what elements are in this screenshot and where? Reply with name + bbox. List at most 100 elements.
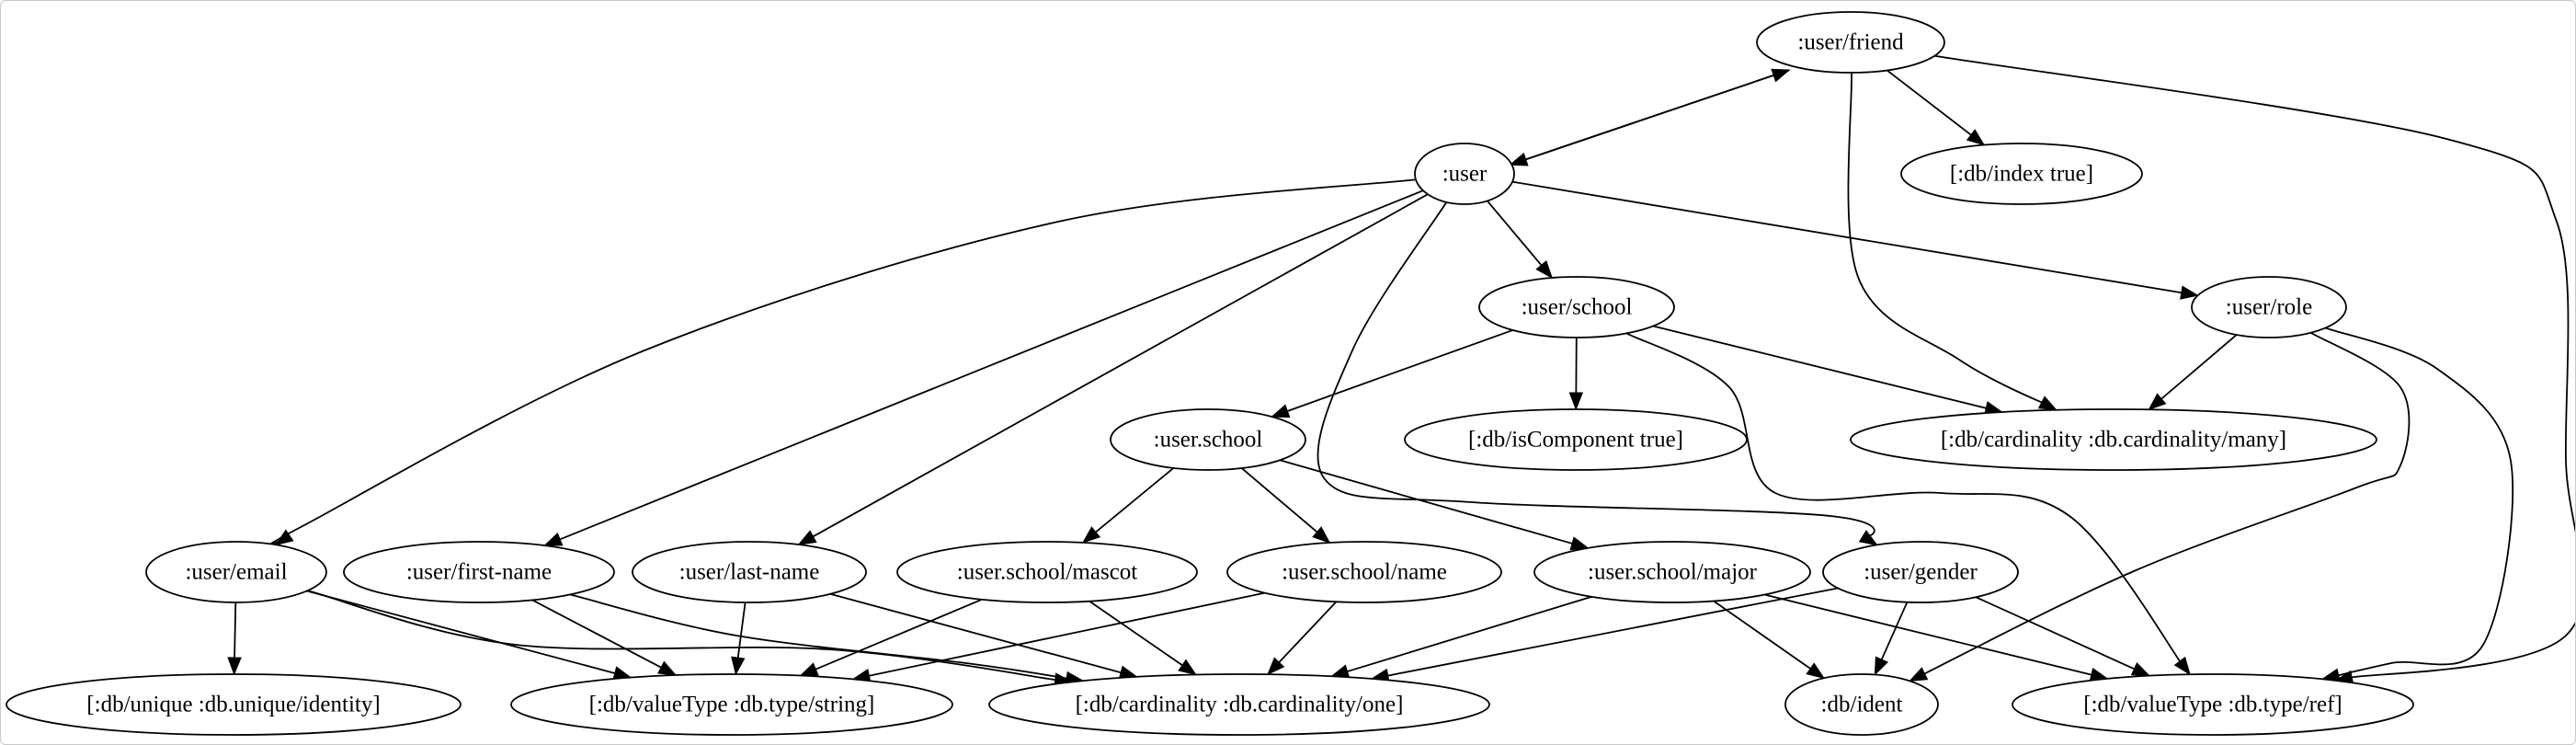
edge-school_ns-to-sname (1240, 467, 1331, 544)
arrowhead-ident (1806, 662, 1826, 680)
node-ellipse (1478, 276, 1675, 338)
edge-mascot-to-card_one (1089, 600, 1197, 676)
node-ellipse (1756, 11, 1945, 74)
arrowhead-iscomp (1568, 392, 1584, 411)
node-label: :user/email (185, 560, 287, 585)
node-label: [:db/valueType :db.type/ref] (2083, 693, 2342, 717)
arrowhead-unique (227, 657, 242, 676)
node-label: :user/friend (1797, 30, 1904, 55)
node-ellipse (1784, 673, 1939, 736)
node-label: :user/last-name (679, 560, 820, 585)
edge-line (2160, 334, 2238, 400)
edge-line (1934, 54, 2575, 679)
node-label: :user/school (1522, 295, 1633, 320)
node-index: [:db/index true] (1900, 143, 2143, 205)
edge-school-to-school_ns (1271, 329, 1513, 418)
edge-line (1487, 200, 1543, 266)
arrowhead-mascot (1081, 526, 1101, 544)
edge-line (1279, 459, 1573, 544)
node-ellipse (632, 541, 867, 603)
node-ellipse (2012, 673, 2414, 736)
node-ellipse (896, 541, 1198, 603)
node-ellipse (1822, 541, 2019, 603)
edge-line (1886, 69, 1972, 136)
node-label: :user.school/major (1588, 560, 1758, 585)
edge-line (234, 602, 237, 659)
node-major: :user.school/major (1533, 541, 1811, 603)
node-ellipse (510, 673, 953, 736)
edge-major-to-card_one (1330, 595, 1592, 679)
edge-line (569, 593, 1067, 680)
node-card-many: [:db/cardinality :db.cardinality/many] (1850, 408, 2377, 471)
edge-line (1847, 72, 2043, 404)
edge-friend-to-index (1886, 69, 1986, 146)
edge-first-to-vt_string (531, 599, 678, 676)
node-ellipse (343, 541, 615, 603)
edges-layer (227, 54, 2575, 687)
edge-gender-to-card_one (1370, 587, 1839, 683)
node-ellipse (6, 673, 462, 736)
node-label: :user.school/mascot (957, 560, 1138, 585)
node-vt-string: [:db/valueType :db.type/string] (510, 673, 953, 736)
edge-email-to-card_one (307, 590, 1073, 687)
edge-line (531, 599, 662, 669)
edge-sname-to-card_one (1267, 601, 1338, 676)
node-last: :user/last-name (632, 541, 867, 603)
edge-line (1387, 587, 1839, 677)
node-gender: :user/gender (1822, 541, 2019, 603)
edge-line (307, 590, 1055, 682)
node-label: :user.school/name (1282, 560, 1447, 585)
node-vt-ref: [:db/valueType :db.type/ref] (2012, 673, 2414, 736)
arrowhead-vt_ref (2173, 656, 2191, 676)
edge-role-to-vt_ref (2320, 327, 2514, 682)
edge-line (559, 189, 1424, 541)
edge-line (268, 178, 1417, 546)
node-ellipse (988, 673, 1490, 736)
arrowhead-school_ns (1271, 404, 1291, 418)
node-label: :db/ident (1821, 693, 1903, 717)
node-label: :user.school (1154, 428, 1263, 453)
arrowhead-gender (1858, 530, 1878, 546)
node-unique: [:db/unique :db.unique/identity] (6, 673, 462, 736)
node-iscomp: [:db/isComponent true] (1404, 408, 1748, 471)
edge-major-to-ident (1713, 600, 1826, 680)
arrowhead-school (1535, 259, 1554, 280)
node-ellipse (2191, 276, 2347, 338)
node-first: :user/first-name (343, 541, 615, 603)
nodes-layer: :user/friend[:db/index true]:user:user/s… (6, 11, 2414, 736)
node-ellipse (1110, 408, 1306, 471)
node-label: [:db/index true] (1950, 162, 2093, 187)
arrowhead-vt_ref (2130, 662, 2151, 677)
edge-sname-to-vt_string (851, 591, 1265, 683)
arrowhead-sname (1312, 526, 1331, 544)
node-ellipse (1533, 541, 1811, 603)
edge-friend-to-user (1509, 69, 1790, 166)
node-role: :user/role (2191, 276, 2347, 338)
node-label: [:db/cardinality :db.cardinality/many] (1941, 428, 2286, 453)
arrowhead-last (797, 530, 817, 545)
edge-user-to-first (543, 189, 1424, 546)
edge-school-to-card_many (1652, 325, 2004, 416)
arrowhead-index (1966, 129, 1986, 146)
edge-school-to-iscomp (1568, 337, 1584, 411)
arrowhead-card_many (2037, 395, 2058, 411)
node-card-one: [:db/cardinality :db.cardinality/one] (988, 673, 1490, 736)
edge-line (815, 598, 983, 670)
arrowhead-card_many (2148, 393, 2167, 411)
edge-line (2325, 327, 2514, 677)
edge-user-to-gender (1316, 201, 1878, 546)
edge-school-to-vt_ref (1625, 332, 2191, 676)
node-ident: :db/ident (1784, 673, 1939, 736)
edge-line (1652, 325, 1987, 409)
edge-line (1764, 593, 2092, 676)
node-label: [:db/cardinality :db.cardinality/one] (1076, 693, 1404, 717)
edge-line (1713, 600, 1811, 670)
edge-user-to-email (268, 178, 1417, 546)
node-ellipse (1900, 143, 2143, 205)
arrowhead-ident (1909, 667, 1929, 682)
edge-email-to-vt_string (306, 590, 633, 681)
node-mascot: :user.school/mascot (896, 541, 1198, 603)
edge-line (1511, 180, 2182, 294)
